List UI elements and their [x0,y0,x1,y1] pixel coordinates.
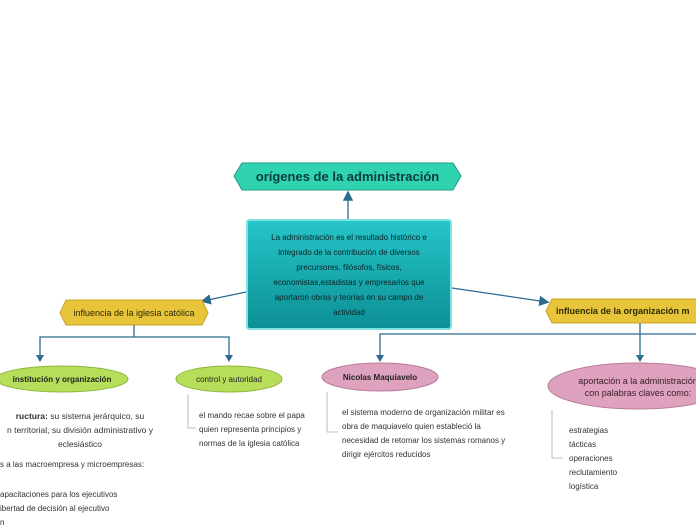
structure-line-3: eclesiástico [58,439,102,449]
institucion-list: apacitaciones para los ejecutivos iberta… [0,488,160,530]
ellipse-control [175,365,283,393]
maquiavelo-note: el sistema moderno de organización milit… [342,406,527,462]
title-shape [233,162,462,191]
institucion-node[interactable]: institución y organización [0,366,128,392]
structure-line-1: su sistema jerárquico, su [47,411,145,421]
maquiavelo-line: necesidad de retomar los sistemas romano… [342,436,506,445]
structure-note: ructura: su sistema jerárquico, su n ter… [0,409,160,451]
aportacion-list-item: estrategias [569,426,609,435]
note-bracket-control [187,394,196,429]
aportacion-node[interactable]: aportación a la administración con palab… [560,370,696,404]
control-line: normas de la iglesia católica [199,439,300,448]
central-node[interactable]: La administración es el resultado histór… [246,219,452,330]
control-note: el mando recae sobre el papa quien repre… [199,409,324,451]
aportacion-label-1: aportación a la administración [578,376,696,386]
control-node[interactable]: control y autoridad [176,366,282,392]
institucion-label: institución y organización [12,374,112,384]
connector-central-left [200,291,247,305]
right-branch-node[interactable]: influencia de la organización m [552,299,696,323]
institucion-list-item: ibertad de decisión al ejecutivo [0,504,110,513]
aportacion-list-item: operaciones [569,454,613,463]
institucion-list-item: apacitaciones para los ejecutivos [0,490,118,499]
right-branch-shape [545,298,696,324]
left-branch-shape [59,299,209,326]
structure-line-2: n territorial, su división administrativ… [7,425,153,435]
arrow-head [636,355,644,362]
maquiavelo-label: Nicolas Maquiavelo [342,372,418,382]
maquiavelo-node[interactable]: Nicolas Maquiavelo [322,363,438,391]
note-bracket-aportacion [551,410,563,459]
right-branch-label: influencia de la organización m [556,306,690,316]
aportacion-label-2: con palabras claves como: [584,388,692,398]
maquiavelo-line: obra de maquiavelo quien estableció la [342,422,481,431]
title-text: orígenes de la administración [255,169,440,184]
ellipse-maquiavelo [321,362,439,392]
arrow-head [225,355,233,362]
title-node[interactable]: orígenes de la administración [235,163,460,190]
maquiavelo-line: el sistema moderno de organización milit… [342,408,505,417]
left-branch-node[interactable]: influencia de la iglesia católica [60,300,208,325]
macro-line: s a las macroempresa y microempresas: [0,460,145,469]
note-bracket-maquiavelo [326,392,338,433]
aportacion-list: estrategias tácticas operaciones recluta… [569,424,679,494]
ellipse-institucion [0,365,129,393]
institucion-list-item: n [0,518,5,527]
structure-title: ructura: [15,411,48,421]
control-line: el mando recae sobre el papa [199,411,305,420]
control-line: quien representa principios y [199,425,302,434]
maquiavelo-line: dirigir ejércitos reducidos [342,450,431,459]
left-branch-label: influencia de la iglesia católica [73,307,195,318]
central-text: La administración es el resultado histór… [271,232,427,317]
ellipse-aportacion [547,362,696,410]
control-label: control y autoridad [196,374,262,384]
aportacion-list-item: tácticas [569,440,597,449]
aportacion-list-item: logística [569,482,599,491]
macro-note: s a las macroempresa y microempresas: [0,458,160,472]
aportacion-list-item: reclutamiento [569,468,618,477]
connector-left-children [39,325,230,360]
connector-central-right [451,287,550,307]
arrow-head [36,355,44,362]
arrow-head [376,355,384,362]
